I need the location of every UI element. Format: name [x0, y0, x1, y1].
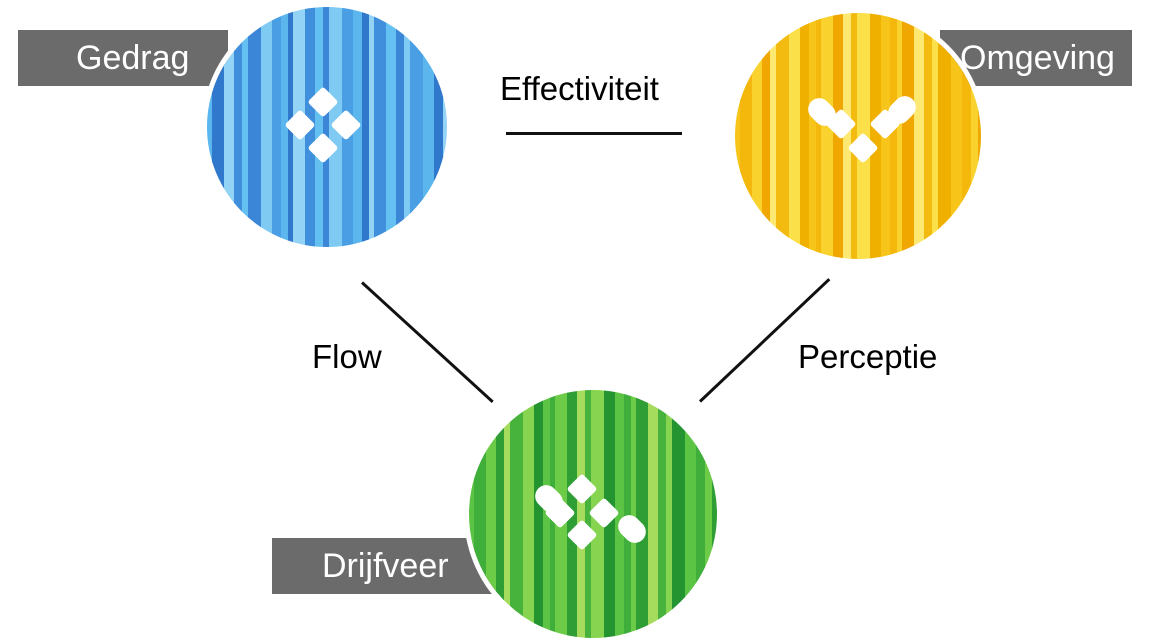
gedrag-label-tab: Gedrag — [18, 30, 228, 86]
effectiviteit-connector — [506, 132, 682, 135]
drijfveer-label-tab: Drijfveer — [272, 538, 502, 594]
drijfveer-diamond-icon — [535, 474, 646, 550]
gedrag-label: Gedrag — [76, 39, 190, 77]
drijfveer-stripes — [469, 390, 717, 638]
omgeving-check-icon — [808, 96, 916, 163]
flow-text: Flow — [312, 338, 382, 375]
omgeving-label: Omgeving — [960, 39, 1115, 77]
drijfveer-node — [464, 385, 722, 643]
effectiviteit-text: Effectiviteit — [500, 70, 659, 107]
omgeving-node — [730, 8, 986, 264]
omgeving-label-tab: Omgeving — [940, 30, 1132, 86]
omgeving-stripes — [735, 13, 981, 259]
perceptie-text: Perceptie — [798, 338, 938, 375]
gedrag-diamond-icon — [285, 87, 361, 163]
gedrag-node — [202, 2, 452, 252]
drijfveer-label: Drijfveer — [322, 547, 449, 585]
gedrag-stripes — [207, 7, 447, 247]
